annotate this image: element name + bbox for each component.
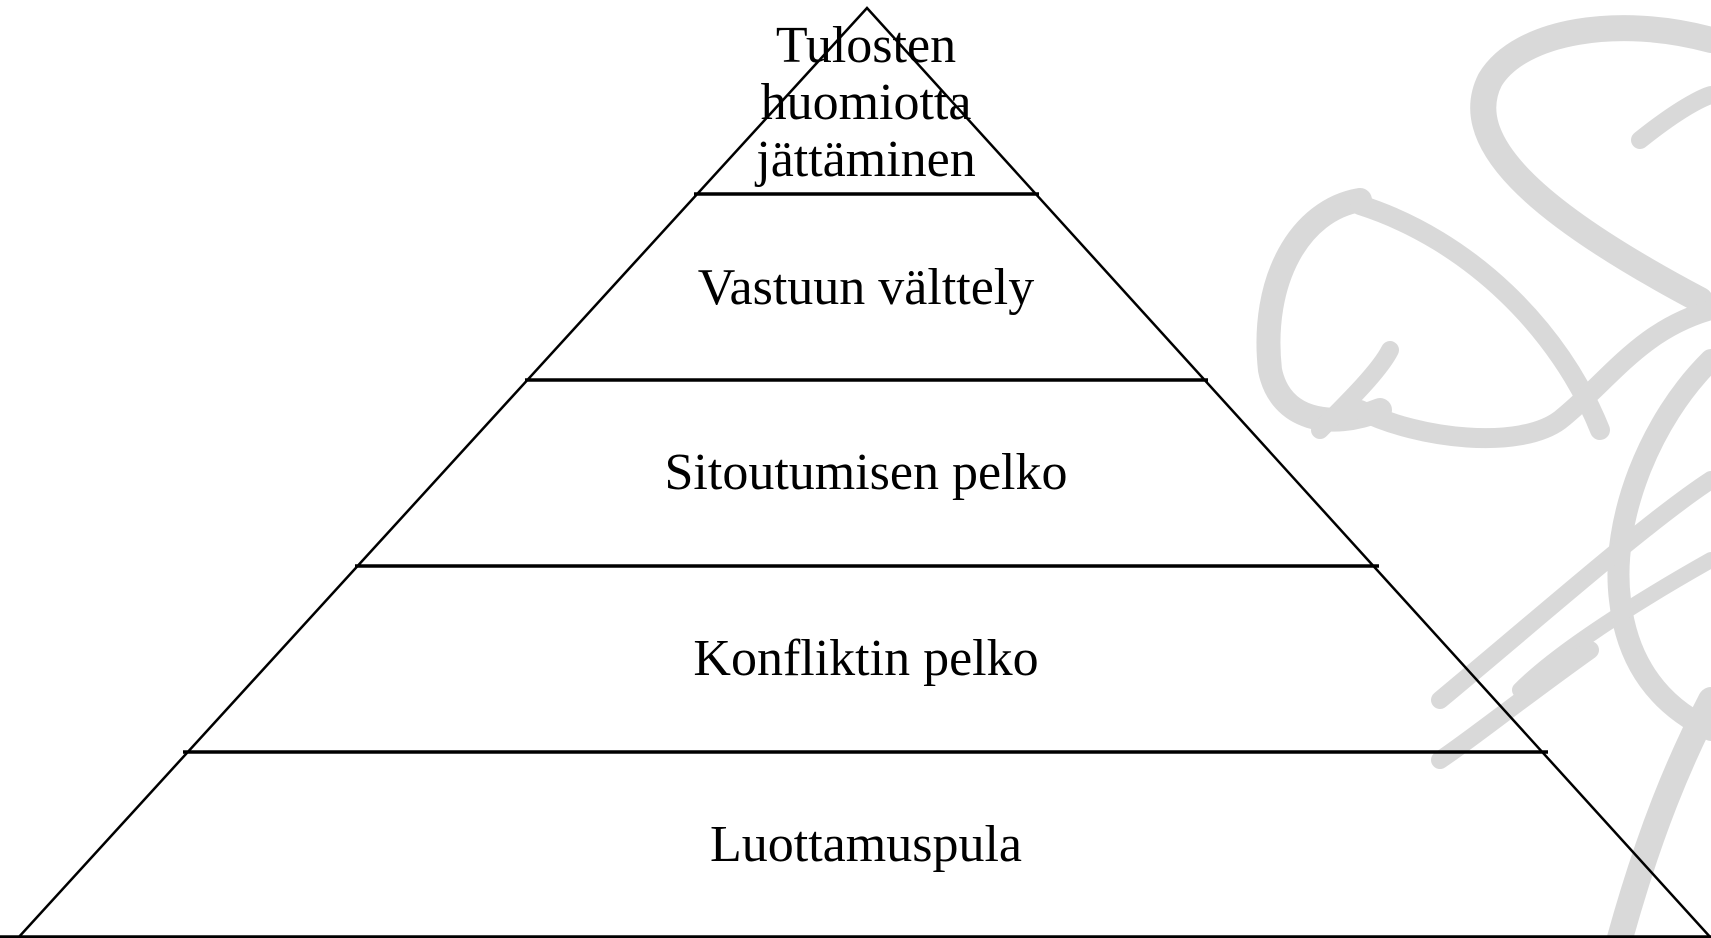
level-label-commitment: Sitoutumisen pelko bbox=[665, 444, 1068, 501]
level-label-conflict: Konfliktin pelko bbox=[693, 630, 1038, 687]
pyramid-outline bbox=[17, 6, 1711, 938]
level-label-results-line-1: Tulosten bbox=[776, 17, 956, 74]
level-label-results-line-2: huomiotta bbox=[761, 74, 972, 131]
level-label-accountability: Vastuun välttely bbox=[698, 259, 1035, 316]
level-label-results-line-3: jättäminen bbox=[754, 131, 975, 188]
decorative-swirl-watermark-icon bbox=[1256, 15, 1711, 938]
level-label-trust: Luottamuspula bbox=[710, 816, 1022, 873]
